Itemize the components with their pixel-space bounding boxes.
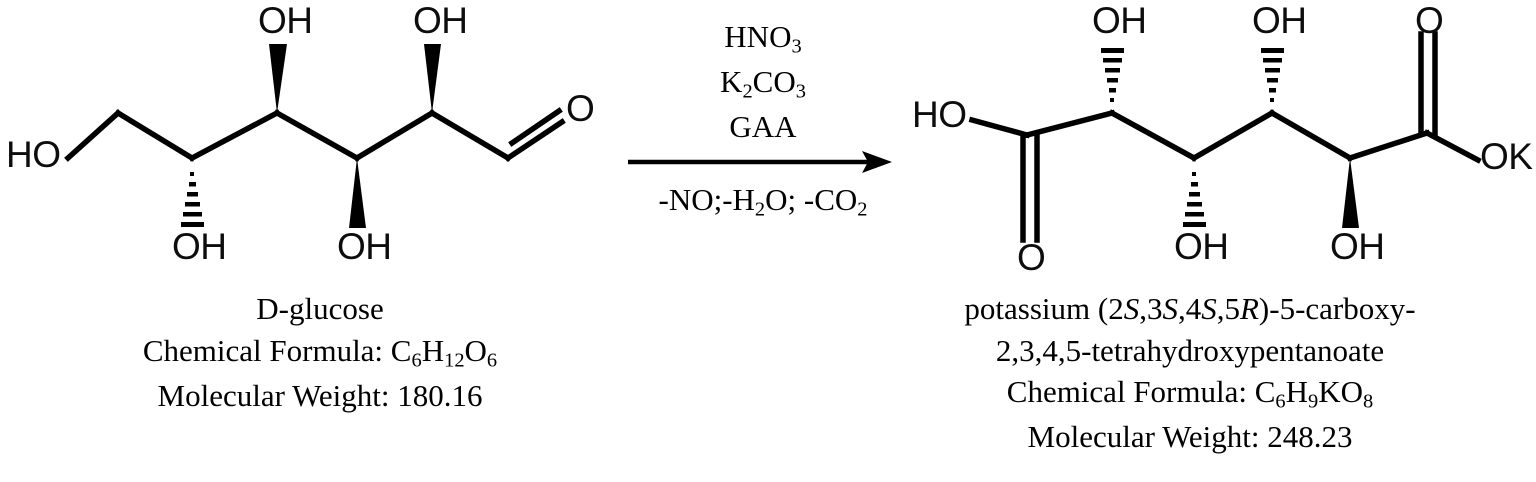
reagent-gaa: GAA xyxy=(729,108,797,144)
reaction-arrow-block: HNO3 K2CO3 GAA -NO;-H2O; -CO2 xyxy=(624,14,902,264)
atom-label-ester-carbonyl-oxygen: O xyxy=(1415,0,1444,41)
atom-label-oh-c3: OH xyxy=(1174,226,1229,267)
reagents-above-arrow: HNO3 K2CO3 GAA xyxy=(624,14,902,147)
atom-label-oh-c2: OH xyxy=(1092,0,1147,41)
bond-c4-c3 xyxy=(273,109,361,162)
atom-label-oh-c3: OH xyxy=(337,226,392,267)
atom-label-oh-c4: OH xyxy=(1252,0,1307,41)
product-formula: Chemical Formula: C6H9KO8 xyxy=(1006,374,1374,413)
atom-label-acid-carbonyl-oxygen: O xyxy=(1017,237,1046,278)
bond-c1-o-inner xyxy=(508,107,563,147)
product-skeleton-svg xyxy=(968,31,1482,243)
atom-label-oh-c2: OH xyxy=(413,0,468,41)
atom-label-potassium-salt: OK xyxy=(1480,136,1533,177)
reactant-formula: Chemical Formula: C6H12O6 xyxy=(142,332,498,372)
product-structure-potassium-salt: HO O OH OH OH OH O OK xyxy=(900,0,1536,290)
product-caption: potassium (2S,3S,4S,5R)-5-carboxy- 2,3,4… xyxy=(880,288,1500,458)
bond-c6-c5 xyxy=(114,109,196,162)
product-name-line-2: 2,3,4,5-tetrahydroxypentanoate xyxy=(995,332,1385,368)
atom-label-oh-c5: OH xyxy=(172,226,227,267)
bond-ho-c1 xyxy=(968,116,1031,139)
stereo-hash-c5 xyxy=(181,172,204,227)
bond-c6-ok xyxy=(1423,129,1482,164)
bond-c5-c6 xyxy=(1346,129,1431,162)
reagent-k2co3: K2CO3 xyxy=(720,63,806,103)
bond-c4-c5 xyxy=(1268,109,1354,162)
atom-label-aldehyde-oxygen: O xyxy=(566,88,595,129)
byproducts-below-arrow: -NO;-H2O; -CO2 xyxy=(624,179,902,224)
stereo-hash-c4 xyxy=(1261,48,1284,102)
product-name-line-1: potassium (2S,3S,4S,5R)-5-carboxy- xyxy=(964,291,1416,326)
stereo-hash-c2 xyxy=(1101,48,1124,102)
byproducts-text: -NO;-H2O; -CO2 xyxy=(658,182,868,221)
reagent-hno3: HNO3 xyxy=(724,19,802,58)
reactant-skeleton-svg xyxy=(64,44,566,228)
stereo-wedge-c5 xyxy=(1342,158,1359,228)
reactant-molecular-weight: Molecular Weight: 180.16 xyxy=(157,377,483,413)
stereo-wedge-c2 xyxy=(424,44,441,113)
reactant-structure-d-glucose: HO OH OH OH OH O xyxy=(0,0,620,290)
stereo-hash-c3 xyxy=(1183,172,1206,227)
reactant-caption: D-glucose Chemical Formula: C6H12O6 Mole… xyxy=(60,288,580,416)
bond-c3-c2 xyxy=(353,109,436,162)
arrow-graphic xyxy=(624,149,902,175)
product-molecular-weight: Molecular Weight: 248.23 xyxy=(1027,419,1353,455)
stereo-wedge-c3 xyxy=(349,158,366,228)
bond-c3-c4 xyxy=(1190,109,1276,162)
atom-label-oh-c5: OH xyxy=(1330,226,1385,267)
bond-c1-c2 xyxy=(1023,109,1116,139)
bond-c5-c4 xyxy=(188,109,281,162)
atom-label-acid-hydroxyl: HO xyxy=(912,94,967,135)
reactant-name: D-glucose xyxy=(256,291,384,326)
bond-c2-c3 xyxy=(1108,109,1198,162)
atom-label-oh-c4: OH xyxy=(258,0,313,41)
stereo-wedge-c4 xyxy=(269,44,287,113)
atom-label-terminal-hydroxyl: HO xyxy=(6,134,61,175)
bond-c2-c1 xyxy=(428,109,512,162)
bond-ho-c6 xyxy=(64,109,122,162)
bond-c1-o-outer xyxy=(504,118,566,162)
